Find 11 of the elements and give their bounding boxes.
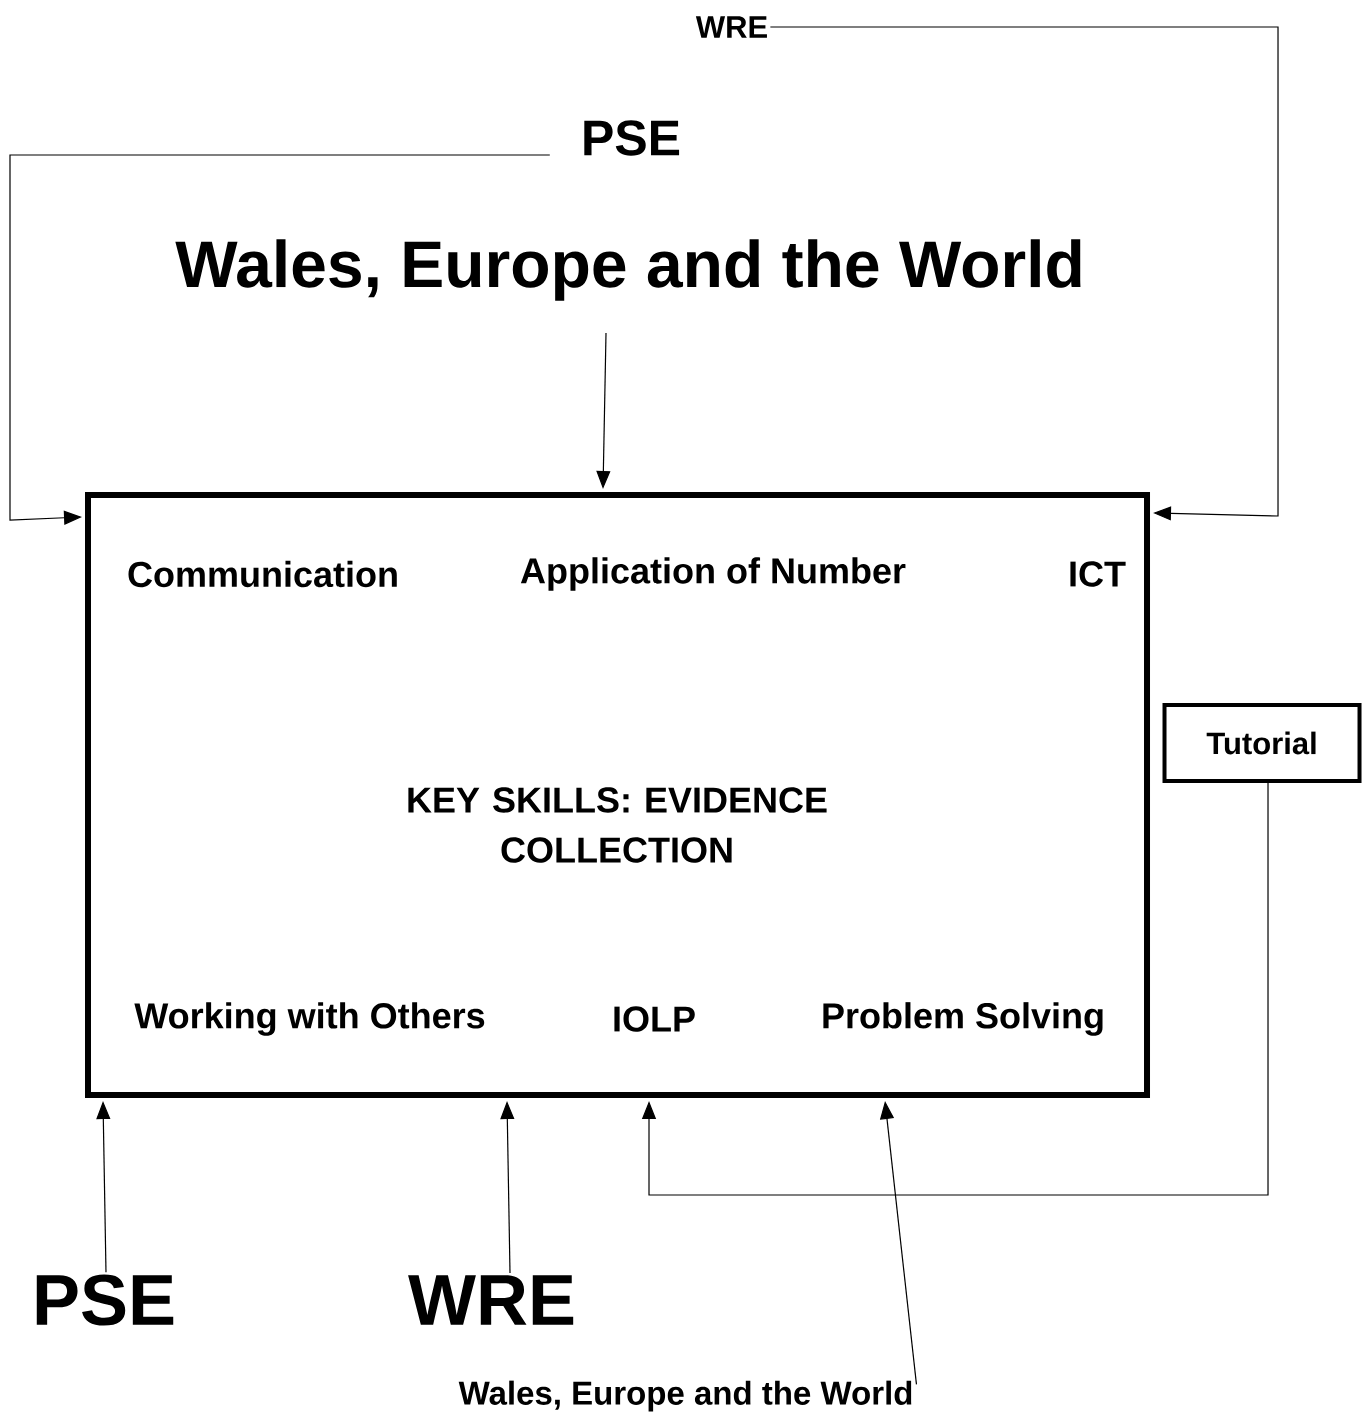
caption-text: PSE <box>36 1274 174 1326</box>
caption-text: PSE <box>584 120 680 156</box>
caption-text: Wales, Europe and the World <box>458 1380 912 1412</box>
caption-text: WRE <box>695 16 767 38</box>
arrow <box>9 154 551 525</box>
caption-text: WRE <box>408 1275 574 1325</box>
arrow <box>769 26 1279 521</box>
tutorial-box: Tutorial <box>1162 703 1362 783</box>
arrow <box>641 782 1269 1196</box>
skills-box: Communication Application of Number ICT KEY SKILLS: EVIDENCE COLLECTION Working with Others IOLP Problem Solving <box>85 492 1150 1098</box>
heading-text: Wales, Europe and the World <box>175 239 1081 301</box>
